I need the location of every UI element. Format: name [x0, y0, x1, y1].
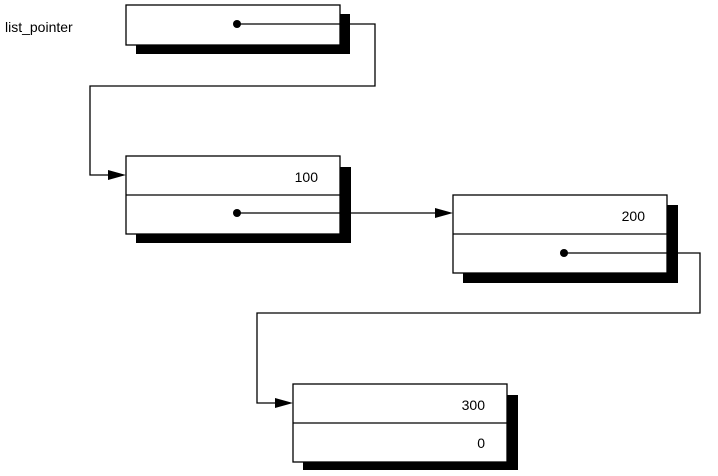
- node-3-next-value: 0: [477, 435, 485, 451]
- node-2-value: 200: [622, 208, 646, 224]
- head-to-node-1-link: [89, 23, 376, 176]
- head-to-node-1-arrowhead: [108, 170, 126, 180]
- head-pointer-box: [125, 4, 350, 54]
- node-3: 300 0: [292, 383, 518, 470]
- node-1-value: 100: [295, 169, 319, 185]
- node-3-value: 300: [462, 397, 486, 413]
- node-1: 100: [125, 155, 351, 243]
- node-1-to-node-2-arrowhead: [435, 208, 453, 218]
- node-2: 200: [452, 194, 678, 283]
- list-pointer-label: list_pointer: [5, 19, 73, 35]
- node-2-to-node-3-arrowhead: [275, 398, 293, 408]
- head-pointer-box-frame: [125, 4, 341, 46]
- node-2-to-node-3-link: [256, 252, 701, 404]
